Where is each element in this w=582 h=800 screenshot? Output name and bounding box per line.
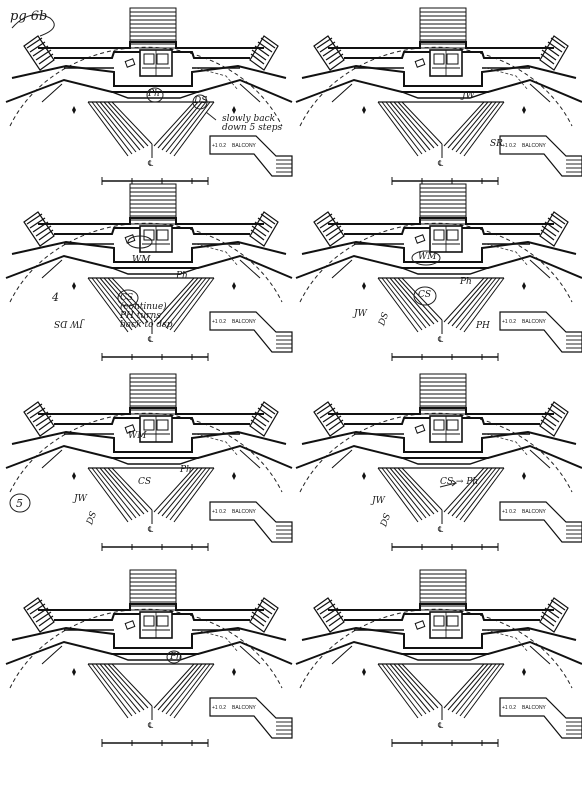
panel-3-note-number: 4 (52, 291, 59, 304)
balcony-label-5: BALCONY (232, 509, 257, 515)
centerline-label-7: ℄ (148, 721, 154, 730)
panel-4-note-wm: WM (418, 252, 437, 262)
panel-7-note-ph: Ph (170, 652, 182, 662)
balcony-label-3: BALCONY (232, 319, 257, 325)
panel-5-note-number: 5 (16, 497, 23, 510)
dim-label-4: +1 0.2 (502, 319, 516, 325)
panel-5-note-cs: CS (138, 477, 152, 487)
panel-3-note-wm: WM (132, 255, 151, 265)
panel-4-note-ph-2: PH (476, 321, 490, 331)
dim-label-2: +1 0.2 (502, 143, 516, 149)
dim-label-1: +1 0.2 (212, 143, 226, 149)
balcony-label-2: BALCONY (522, 143, 547, 149)
panel-1-note-ph: Ph (148, 89, 160, 99)
panel-6-note-cs-ph: CS → Ph (440, 477, 479, 487)
dim-label-5: +1 0.2 (212, 509, 226, 515)
panel-5-note-jw: JW (74, 494, 87, 504)
balcony-label-4: BALCONY (522, 319, 547, 325)
balcony-label-7: BALCONY (232, 705, 257, 711)
panel-4-note-ph: Ph (460, 277, 472, 287)
dim-label-7: +1 0.2 (212, 705, 226, 711)
centerline-label-6: ℄ (438, 525, 444, 534)
panel-1-note-back-down: slowly back down 5 steps (222, 114, 283, 133)
balcony-label-6: BALCONY (522, 509, 547, 515)
panel-4-note-jw: JW (354, 309, 367, 319)
panel-3-note-ph: Ph (176, 271, 188, 281)
balcony-label-1: BALCONY (232, 143, 257, 149)
panel-3-note-jw-ds: JW DS (54, 318, 84, 328)
panel-5-note-ph: Ph (180, 465, 192, 475)
centerline-label-3: ℄ (148, 335, 154, 344)
dim-label-6: +1 0.2 (502, 509, 516, 515)
dim-label-3: +1 0.2 (212, 319, 226, 325)
panel-2-note-jw: JW (462, 91, 475, 101)
centerline-label-5: ℄ (148, 525, 154, 534)
panel-5-note-wm: WM (128, 431, 147, 441)
centerline-label-2: ℄ (438, 159, 444, 168)
panel-6-note-jw: JW (372, 496, 385, 506)
panel-3-note-cs: CS (continue) PH turns back to dsp (120, 293, 173, 330)
balcony-label-8: BALCONY (522, 705, 547, 711)
centerline-label-1: ℄ (148, 159, 154, 168)
panel-2-note-sr: SR (490, 139, 503, 149)
page-number-annotation: pg 6b (10, 9, 48, 24)
dim-label-8: +1 0.2 (502, 705, 516, 711)
panel-4-note-cs: CS (418, 290, 432, 300)
centerline-label-8: ℄ (438, 721, 444, 730)
panel-1-note-ds: DS (194, 96, 208, 106)
centerline-label-4: ℄ (438, 335, 444, 344)
